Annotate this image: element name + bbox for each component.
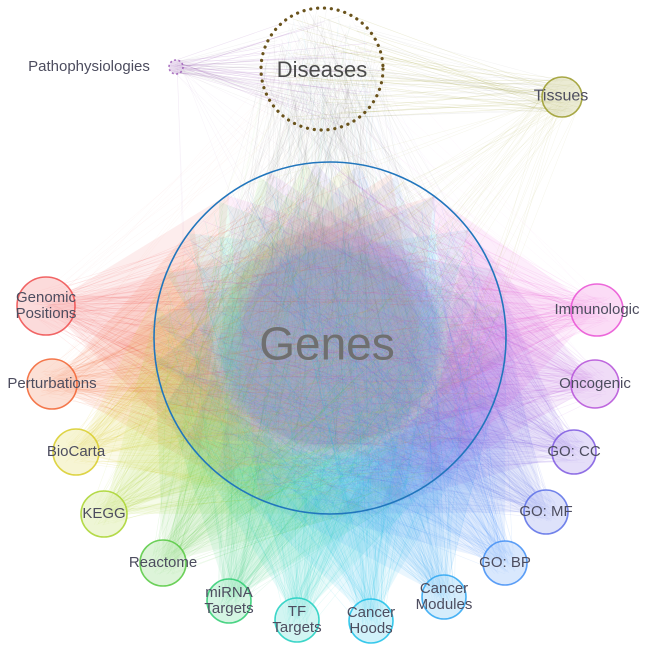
node-pathophysiologies-circle[interactable] [168,59,184,75]
node-go-cc-circle[interactable] [551,429,597,475]
label-reactome: Reactome [128,553,198,571]
node-pathophysiologies-backplate [169,60,183,74]
node-cancer-modules-backplate [422,575,466,619]
label-immunologic: Immunologic [554,300,640,318]
node-tissues-backplate [542,77,582,117]
node-go-cc-backplate [552,430,596,474]
node-go-bp-circle[interactable] [482,540,528,586]
node-genomic-positions-backplate [17,277,75,335]
node-oncogenic-circle[interactable] [570,359,620,409]
node-genomic-positions-circle[interactable] [16,276,76,336]
label-go-bp: GO: BP [479,553,531,571]
node-cancer-modules-circle[interactable] [421,574,467,620]
label-biocarta: BioCarta [46,442,106,460]
node-go-bp-backplate [483,541,527,585]
node-immunologic-circle[interactable] [570,283,624,337]
node-go-mf-circle[interactable] [523,489,569,535]
node-tf-targets-circle[interactable] [274,597,320,643]
node-immunologic-backplate [571,284,623,336]
label-tf-targets: TF Targets [272,602,322,636]
node-biocarta-circle[interactable] [52,428,100,476]
node-kegg-circle[interactable] [80,490,128,538]
node-biocarta-backplate [53,429,99,475]
label-oncogenic: Oncogenic [559,374,631,392]
node-reactome-backplate [140,540,186,586]
label-tissues: Tissues [533,87,589,105]
node-diseases-circle[interactable] [259,6,385,132]
label-kegg: KEGG [82,504,126,522]
label-mirna-targets: miRNA Targets [204,583,254,617]
node-cancer-hoods-circle[interactable] [348,598,394,644]
node-tissues-circle[interactable] [541,76,583,118]
label-go-mf: GO: MF [519,502,573,520]
label-genes: Genes [259,317,395,370]
node-mirna-targets-backplate [207,579,251,623]
node-oncogenic-backplate [571,360,619,408]
label-pathophysiologies: Pathophysiologies [28,57,150,75]
label-diseases: Diseases [276,57,368,83]
node-perturbations-backplate [27,359,77,409]
node-tf-targets-backplate [275,598,319,642]
node-kegg-backplate [81,491,127,537]
node-go-mf-backplate [524,490,568,534]
label-go-cc: GO: CC [547,442,601,460]
node-reactome-circle[interactable] [139,539,187,587]
node-mirna-targets-circle[interactable] [206,578,252,624]
label-cancer-modules: Cancer Modules [415,579,473,613]
label-perturbations: Perturbations [7,374,97,392]
label-cancer-hoods: Cancer Hoods [346,603,396,637]
label-genomic-positions: Genomic Positions [15,288,77,322]
node-genes-circle[interactable] [153,161,507,515]
node-cancer-hoods-backplate [349,599,393,643]
node-perturbations-circle[interactable] [26,358,78,410]
